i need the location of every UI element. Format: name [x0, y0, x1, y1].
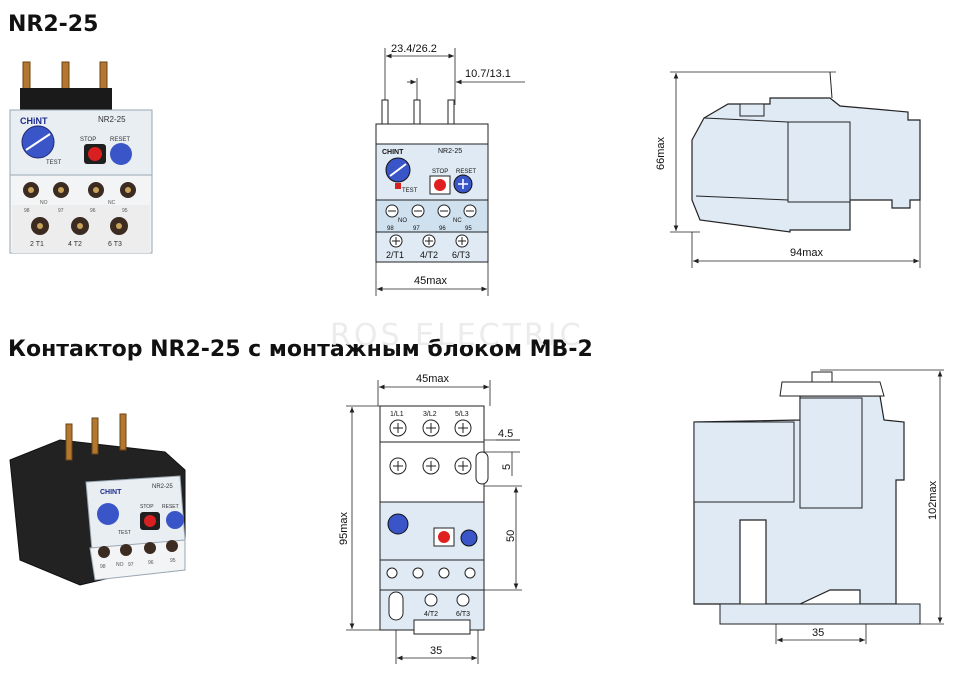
front1-t96: 96: [439, 226, 446, 232]
photo-mb2: CHINT NR2-25 STOP RESET TEST 98 NO 97 96…: [9, 413, 186, 586]
photo2-no: NO: [116, 562, 124, 568]
front-drawing-nr2-25: 23.4/26.2 10.7/13.1 CHINT NR2-25 TEST ST…: [375, 43, 525, 296]
front2-out2: 6/T3: [456, 611, 470, 618]
front1-reset: RESET: [456, 169, 476, 175]
photo2-stop: STOP: [140, 504, 154, 510]
watermark: ROS ELECTRIC: [330, 318, 584, 353]
front1-out1: 2/T1: [386, 250, 404, 260]
front1-t98: 98: [387, 226, 394, 232]
photo2-t96: 96: [148, 560, 154, 566]
front1-no: NO: [398, 218, 407, 224]
front-drawing-mb2: 45max 95max 1/L1 3/L2 5/L3: [338, 373, 522, 664]
photo2-model: NR2-25: [152, 484, 173, 490]
front1-aux-terminals: [385, 204, 477, 218]
front2-top-terminals: [389, 419, 472, 475]
front1-brand: CHINT: [382, 149, 404, 156]
photo1-terminals: [23, 182, 136, 235]
dim-50: 50: [505, 530, 517, 542]
dim-10-7: 10.7/13.1: [465, 68, 511, 80]
dim-102max: 102max: [927, 480, 939, 520]
front2-aux-terminals: [386, 567, 476, 607]
dim-4-5: 4.5: [498, 428, 513, 440]
dim-66max: 66max: [655, 136, 667, 170]
front2-in3: 5/L3: [455, 411, 469, 418]
photo1-t95: 95: [122, 208, 128, 214]
section-title-nr2-25: NR2-25: [8, 12, 99, 37]
photo1-brand: CHiNT: [20, 116, 48, 126]
front1-t97: 97: [413, 226, 420, 232]
photo2-test: TEST: [118, 530, 131, 536]
side-drawing-mb2: 102max 35: [693, 369, 944, 644]
photo1-out3: 6 T3: [108, 241, 122, 248]
photo1-nc: NC: [108, 200, 116, 206]
front2-in1: 1/L1: [390, 411, 404, 418]
photo2-brand: CHINT: [100, 489, 122, 496]
front1-test: TEST: [402, 188, 418, 194]
dim-45max-2: 45max: [416, 373, 450, 385]
front1-out2: 4/T2: [420, 250, 438, 260]
front1-model: NR2-25: [438, 148, 462, 155]
photo1-out2: 4 T2: [68, 241, 82, 248]
dim-45max-1: 45max: [414, 275, 448, 287]
front1-nc: NC: [453, 218, 462, 224]
photo1-no: NO: [40, 200, 48, 206]
photo2-t98: 98: [100, 564, 106, 570]
photo1-model: NR2-25: [98, 115, 126, 124]
photo1-t98: 98: [24, 208, 30, 214]
front2-out1: 4/T2: [424, 611, 438, 618]
front1-t95: 95: [465, 226, 472, 232]
photo2-t95: 95: [170, 558, 176, 564]
photo1-t97: 97: [58, 208, 64, 214]
photo1-out1: 2 T1: [30, 241, 44, 248]
front1-out3: 6/T3: [452, 250, 470, 260]
dim-95max: 95max: [338, 511, 350, 545]
photo1-t96: 96: [90, 208, 96, 214]
photo-nr2-25: CHiNT NR2-25 STOP RESET TEST 98 97 96 95…: [9, 61, 153, 254]
side-drawing-nr2-25: 66max 94max: [655, 71, 921, 268]
photo2-t97: 97: [128, 562, 134, 568]
photo1-stop: STOP: [80, 137, 96, 143]
photo2-reset: RESET: [162, 504, 179, 510]
dim-35-front: 35: [430, 645, 442, 657]
dim-35-side: 35: [812, 627, 824, 639]
front1-main-terminals: [389, 234, 469, 248]
dim-23-4: 23.4/26.2: [391, 43, 437, 55]
section-title-mb2: Контактор NR2-25 с монтажным блоком MB-2: [8, 337, 593, 362]
photo1-reset: RESET: [110, 137, 130, 143]
front1-stop: STOP: [432, 169, 448, 175]
dim-5: 5: [501, 464, 513, 470]
dim-94max: 94max: [790, 247, 824, 259]
front2-in2: 3/L2: [423, 411, 437, 418]
photo1-test: TEST: [46, 160, 62, 166]
